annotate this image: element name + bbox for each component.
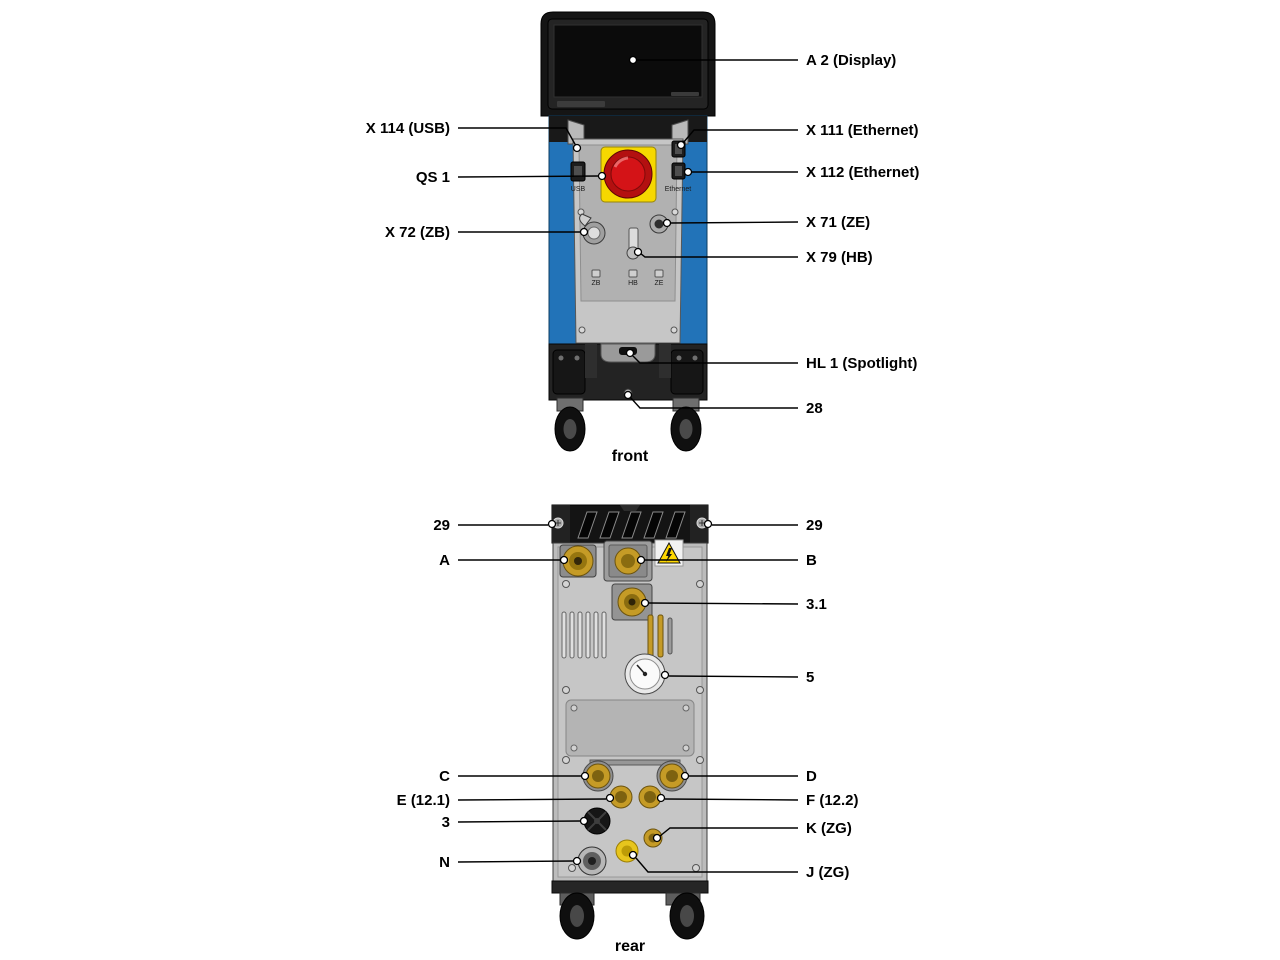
hb-label: HB: [628, 280, 638, 287]
callout-hl1: [625, 348, 798, 364]
callout-a2: [628, 55, 798, 65]
warning-sticker: [654, 539, 684, 567]
label-x114: X 114 (USB): [366, 120, 450, 137]
connector-f: [638, 785, 662, 809]
rear-wheels: [559, 892, 705, 940]
connector-x72: [579, 213, 606, 245]
label-5: 5: [806, 669, 814, 686]
callout-c: [458, 771, 590, 781]
label-x112: X 112 (Ethernet): [806, 164, 919, 181]
front-view: USB Ethernet: [366, 11, 919, 465]
callout-28: [623, 390, 798, 409]
callout-n: [457, 856, 582, 866]
zb-label: ZB: [592, 280, 601, 287]
recessed-plate: [565, 699, 695, 757]
rear-view: 29 A C E (12.1) 3 N 29 B 3.1 5 D F (12.2…: [397, 504, 859, 955]
label-n: N: [439, 854, 450, 871]
callout-k: [652, 827, 798, 843]
connector-bar: [589, 759, 681, 766]
connector-d: [656, 760, 688, 792]
callout-e: [457, 793, 615, 803]
connector-b: [603, 540, 653, 582]
cap-3: [583, 807, 611, 835]
callout-5: [660, 670, 799, 680]
label-c: C: [439, 768, 450, 785]
connector-e: [609, 785, 633, 809]
callout-a: [458, 555, 569, 565]
callout-qs1: [457, 171, 607, 181]
callout-d: [680, 771, 798, 781]
vent-louvers: [561, 611, 607, 659]
connector-a: [559, 544, 597, 578]
rear-caption: rear: [615, 938, 645, 955]
callout-x111: [676, 129, 798, 150]
label-28: 28: [806, 400, 823, 417]
label-3-1: 3.1: [806, 596, 827, 613]
connector-n: [577, 846, 607, 876]
ethernet-ports-label: Ethernet: [665, 186, 692, 193]
label-3: 3: [442, 814, 450, 831]
emergency-stop-button: [600, 146, 657, 203]
callout-29-right: [703, 519, 798, 529]
label-a: A: [439, 552, 450, 569]
callout-x114: [458, 127, 582, 153]
spare-pins: [647, 614, 673, 658]
callout-x79: [633, 247, 798, 258]
label-b: B: [806, 552, 817, 569]
connector-3-1: [611, 583, 653, 621]
label-x72: X 72 (ZB): [385, 224, 450, 241]
label-x79: X 79 (HB): [806, 249, 873, 266]
callout-x71: [662, 218, 799, 228]
label-x111: X 111 (Ethernet): [806, 122, 919, 139]
front-wheels: [554, 397, 702, 452]
rear-top: [551, 504, 709, 544]
callout-3-1: [640, 598, 799, 608]
label-hl1: HL 1 (Spotlight): [806, 355, 917, 372]
callout-29-left: [458, 519, 557, 529]
usb-port-label: USB: [571, 186, 586, 193]
label-x71: X 71 (ZE): [806, 214, 870, 231]
callout-x72: [458, 227, 589, 237]
usb-port: USB: [570, 161, 586, 193]
label-29-left: 29: [433, 517, 450, 534]
label-k: K (ZG): [806, 820, 852, 837]
connector-row-labels: ZB HB ZE: [591, 269, 664, 287]
display-unit: [540, 11, 716, 117]
label-e: E (12.1): [397, 792, 450, 809]
callout-x112: [683, 167, 798, 177]
callout-3: [457, 816, 589, 826]
front-caption: front: [612, 448, 649, 465]
label-a2: A 2 (Display): [806, 52, 896, 69]
callout-f: [656, 793, 799, 803]
label-f: F (12.2): [806, 792, 859, 809]
label-29-right: 29: [806, 517, 823, 534]
label-qs1: QS 1: [416, 169, 450, 186]
ze-label: ZE: [655, 280, 664, 287]
pressure-gauge: [624, 653, 666, 695]
label-d: D: [806, 768, 817, 785]
label-j: J (ZG): [806, 864, 849, 881]
callout-j: [628, 850, 798, 873]
callout-b: [636, 555, 798, 565]
